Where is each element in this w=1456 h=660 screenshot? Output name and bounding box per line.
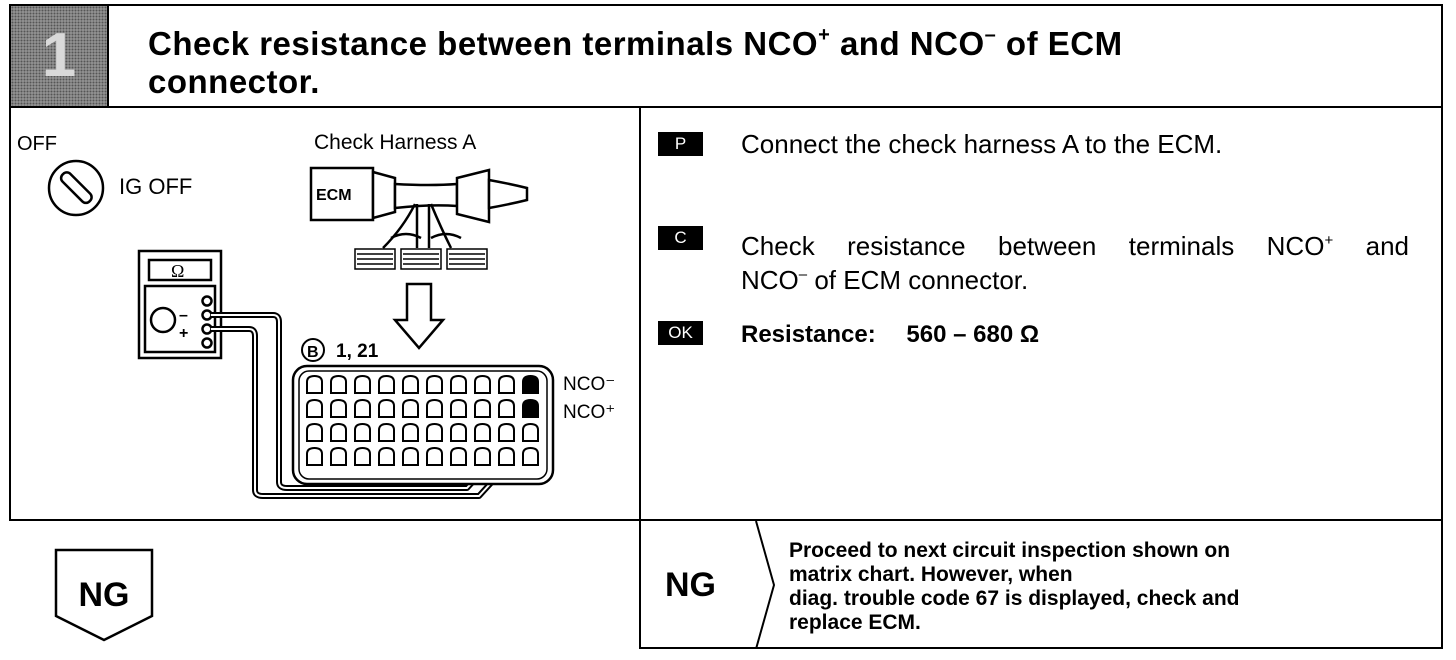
resistance-spec: Resistance: 560 – 680 Ω: [741, 318, 1039, 351]
check-text-b: and: [1333, 231, 1410, 261]
instruction-check-line1: Check resistance between terminals NCO+ …: [741, 224, 1409, 263]
connector-pin: [306, 374, 323, 394]
resistance-label: Resistance:: [741, 321, 876, 348]
ng-line-3: diag. trouble code 67 is displayed, chec…: [789, 587, 1240, 610]
connector-pin: [330, 374, 347, 394]
connector-pin: [306, 422, 323, 442]
connector-pin: [306, 446, 323, 466]
connector-pin: [426, 422, 443, 442]
check-harness-icon: [309, 166, 529, 249]
connector-pin: [354, 422, 371, 442]
ig-off-label: IG OFF: [119, 174, 192, 199]
connector-pin: [306, 398, 323, 418]
connector-pin-probed: [522, 398, 539, 418]
ignition-switch-icon: [47, 159, 105, 217]
ecm-label: ECM: [316, 187, 352, 204]
connector-pin: [498, 398, 515, 418]
ng-line-2: matrix chart. However, when: [789, 563, 1073, 586]
connector-pin: [426, 446, 443, 466]
connector-pin: [354, 374, 371, 394]
connector-pin: [402, 446, 419, 466]
ohmmeter-icon: [137, 249, 223, 360]
connector-pin: [450, 374, 467, 394]
connector-pin: [378, 374, 395, 394]
ng-result-chevron: [755, 521, 776, 649]
connector-pin-probed: [522, 374, 539, 394]
procedure-frame: [9, 4, 1443, 521]
ng-result-box: [639, 521, 1443, 649]
badge-c: C: [658, 226, 703, 250]
connector-pin: [330, 446, 347, 466]
connector-pin: [426, 374, 443, 394]
ng-result-label: NG: [665, 566, 716, 604]
title-sup-plus: +: [818, 24, 831, 46]
check-sup-minus: –: [798, 266, 808, 283]
check-text-c: NCO: [741, 265, 799, 295]
connector-pin: [450, 398, 467, 418]
connector-pin: [354, 398, 371, 418]
instruction-connect: Connect the check harness A to the ECM.: [741, 129, 1223, 159]
column-divider: [639, 106, 641, 649]
connector-pin: [474, 398, 491, 418]
ng-result-text: Proceed to next circuit inspection shown…: [789, 539, 1429, 635]
harness-connector-blocks: [354, 248, 488, 270]
connector-pin: [498, 422, 515, 442]
connector-pin: [498, 374, 515, 394]
connector-pin: [450, 422, 467, 442]
connector-pin: [402, 422, 419, 442]
connector-pin: [522, 422, 539, 442]
connector-pin: [330, 422, 347, 442]
connector-pin: [378, 422, 395, 442]
connector-pin: [426, 398, 443, 418]
connector-pin: [330, 398, 347, 418]
wiring-illustration: OFF IG OFF Check Harness A ECM Ω – +: [17, 131, 615, 499]
nco-plus-label: NCO⁺: [563, 402, 615, 423]
header-row: [9, 4, 1443, 108]
title-line2: connector.: [148, 63, 320, 100]
nco-minus-label: NCO⁻: [563, 374, 615, 395]
title-text-a: Check resistance between terminals NCO: [148, 25, 819, 62]
title-text-b: and NCO: [830, 25, 985, 62]
step-number: 1: [41, 21, 77, 90]
switch-off-label: OFF: [17, 133, 57, 155]
connector-pin: [402, 398, 419, 418]
connector-pin: [354, 446, 371, 466]
title-text-c: of ECM: [996, 25, 1123, 62]
resistance-value: 560 – 680 Ω: [906, 321, 1040, 348]
connector-pin: [474, 446, 491, 466]
connector-pin: [474, 374, 491, 394]
connector-pin: [378, 446, 395, 466]
connector-pin: [522, 446, 539, 466]
step-title: Check resistance between terminals NCO+ …: [148, 16, 1348, 101]
down-arrow-icon: [392, 282, 446, 350]
pins-label: 1, 21: [336, 341, 379, 362]
check-sup-plus: +: [1324, 232, 1334, 249]
connector-pin: [450, 446, 467, 466]
ng-marker-label: NG: [78, 576, 130, 614]
badge-p: P: [658, 132, 703, 156]
connector-pin: [474, 422, 491, 442]
connector-pin: [498, 446, 515, 466]
connector-pin: [402, 374, 419, 394]
ng-line-1: Proceed to next circuit inspection shown…: [789, 539, 1231, 562]
meter-minus: –: [179, 307, 188, 324]
connector-pin: [378, 398, 395, 418]
harness-label: Check Harness A: [314, 131, 476, 154]
connector-b-label: B: [307, 344, 319, 361]
ohm-symbol: Ω: [171, 261, 184, 281]
ecm-connector-b: [291, 364, 555, 486]
connector-b-marker: [301, 338, 325, 362]
title-sup-minus: –: [984, 24, 997, 46]
ng-line-4: replace ECM.: [789, 611, 921, 634]
instruction-check-line2: NCO– of ECM connector.: [741, 258, 1028, 297]
check-text-d: of ECM connector.: [807, 265, 1029, 295]
step-number-box: 1: [11, 6, 109, 106]
check-text-a: Check resistance between terminals NCO: [741, 231, 1325, 261]
badge-ok: OK: [658, 321, 703, 345]
meter-plus: +: [179, 325, 188, 342]
ng-marker-shape: [54, 548, 154, 642]
